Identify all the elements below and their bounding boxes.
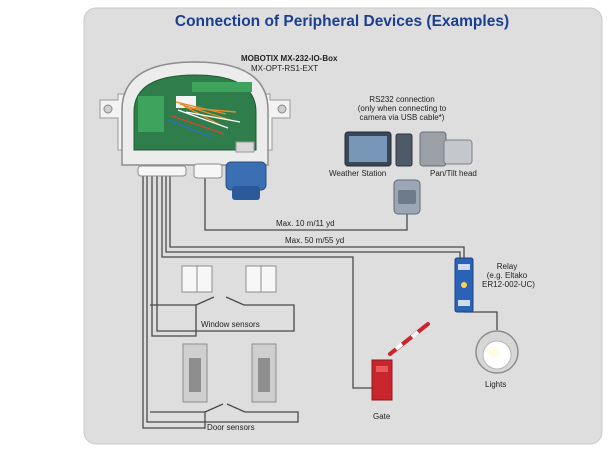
door-right-panel <box>258 358 270 392</box>
gate-label: Gate <box>373 412 391 421</box>
usb-cable-strain-relief <box>232 186 260 200</box>
pan-tilt-head <box>419 131 473 167</box>
rs232-label-1: RS232 connection <box>369 95 435 104</box>
weather-sensor <box>395 133 413 167</box>
usb-port <box>235 141 255 153</box>
rs232-db9-connector <box>398 190 416 204</box>
terminal-block-top <box>192 82 252 92</box>
door-sensor-loop-b <box>142 172 206 429</box>
relay-label-3: ER12-002-UC) <box>482 280 535 289</box>
relay-cable-a <box>169 172 465 258</box>
door-switch-left <box>204 403 224 413</box>
internal-wire-blue <box>167 119 215 139</box>
terminal-block-left <box>138 96 164 132</box>
pan-tilt-arm <box>419 131 447 167</box>
weather-station-screen <box>349 136 387 162</box>
gate-arm-stripe-2 <box>410 330 420 339</box>
relay-cable-b <box>165 172 461 258</box>
relay-terminal-bottom <box>458 300 470 306</box>
gate-arm-stripe-1 <box>394 342 404 351</box>
window-sensor-loop-b <box>150 172 197 337</box>
relay-terminal-top <box>458 264 470 270</box>
max10-label: Max. 10 m/11 yd <box>276 219 335 228</box>
internal-wires-white <box>177 109 241 129</box>
window-sensors-group <box>181 265 277 306</box>
window-sensors-label: Window sensors <box>201 320 260 329</box>
rs232-cable <box>204 172 408 231</box>
window-switch-left <box>195 296 215 306</box>
relay-label-2: (e.g. Eltako <box>486 271 528 280</box>
page-title: Connection of Peripheral Devices (Exampl… <box>174 13 510 30</box>
mount-hole-left <box>103 104 113 114</box>
rs232-label-2: (only when connecting to <box>357 104 447 113</box>
relay-indicator <box>461 282 467 288</box>
lights-fixture <box>475 330 519 374</box>
io-box <box>99 61 291 200</box>
cable-gland-middle <box>193 163 223 179</box>
door-right <box>251 343 277 403</box>
lights-label: Lights <box>485 380 507 389</box>
light-glow <box>488 346 500 358</box>
cable-gland-left <box>137 165 187 177</box>
mount-hole-right <box>277 104 287 114</box>
door-sensors-label: Door sensors <box>207 423 255 432</box>
door-sensor-loop-a <box>146 172 299 423</box>
pan-tilt-housing <box>443 139 473 165</box>
rs232-label-3: camera via USB cable*) <box>359 113 445 122</box>
relay-label-1: Relay <box>496 262 518 271</box>
pan-tilt-label: Pan/Tilt head <box>430 169 477 178</box>
weather-station <box>344 131 413 167</box>
rs232-adapter <box>393 179 421 215</box>
door-left-panel <box>189 358 201 392</box>
door-sensors-group <box>182 343 277 413</box>
door-switch-right <box>226 403 246 413</box>
gate-cable <box>161 172 372 389</box>
usb-cable-plug <box>225 161 267 191</box>
device-name-label: MOBOTIX MX-232-IO-Box <box>241 54 338 63</box>
internal-wires-orange <box>175 101 237 127</box>
gate-housing-detail <box>376 366 388 372</box>
relay-module <box>454 257 474 313</box>
internal-wire-red <box>171 115 225 135</box>
wiring <box>142 172 498 429</box>
gate-barrier <box>371 322 430 401</box>
lights-cable <box>464 311 498 330</box>
window-switch-right <box>225 296 245 306</box>
weather-station-label: Weather Station <box>329 169 387 178</box>
window-sensor-loop-a <box>156 172 295 332</box>
device-model-label: MX-OPT-RS1-EXT <box>251 64 319 73</box>
max50-label: Max. 50 m/55 yd <box>285 236 345 245</box>
